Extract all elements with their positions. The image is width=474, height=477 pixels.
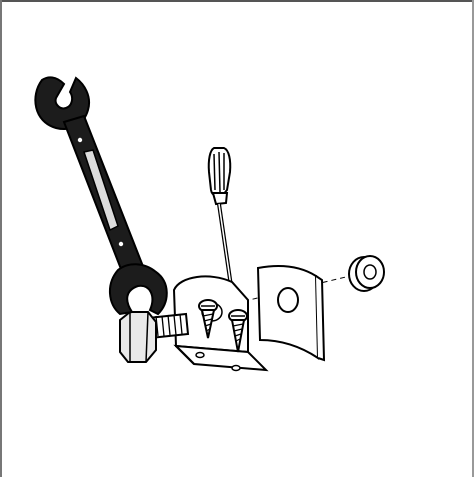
- wrench-icon: [35, 77, 166, 314]
- plate-icon: [258, 266, 324, 360]
- washer-icon: [349, 256, 384, 291]
- screwdriver-icon: [209, 148, 231, 286]
